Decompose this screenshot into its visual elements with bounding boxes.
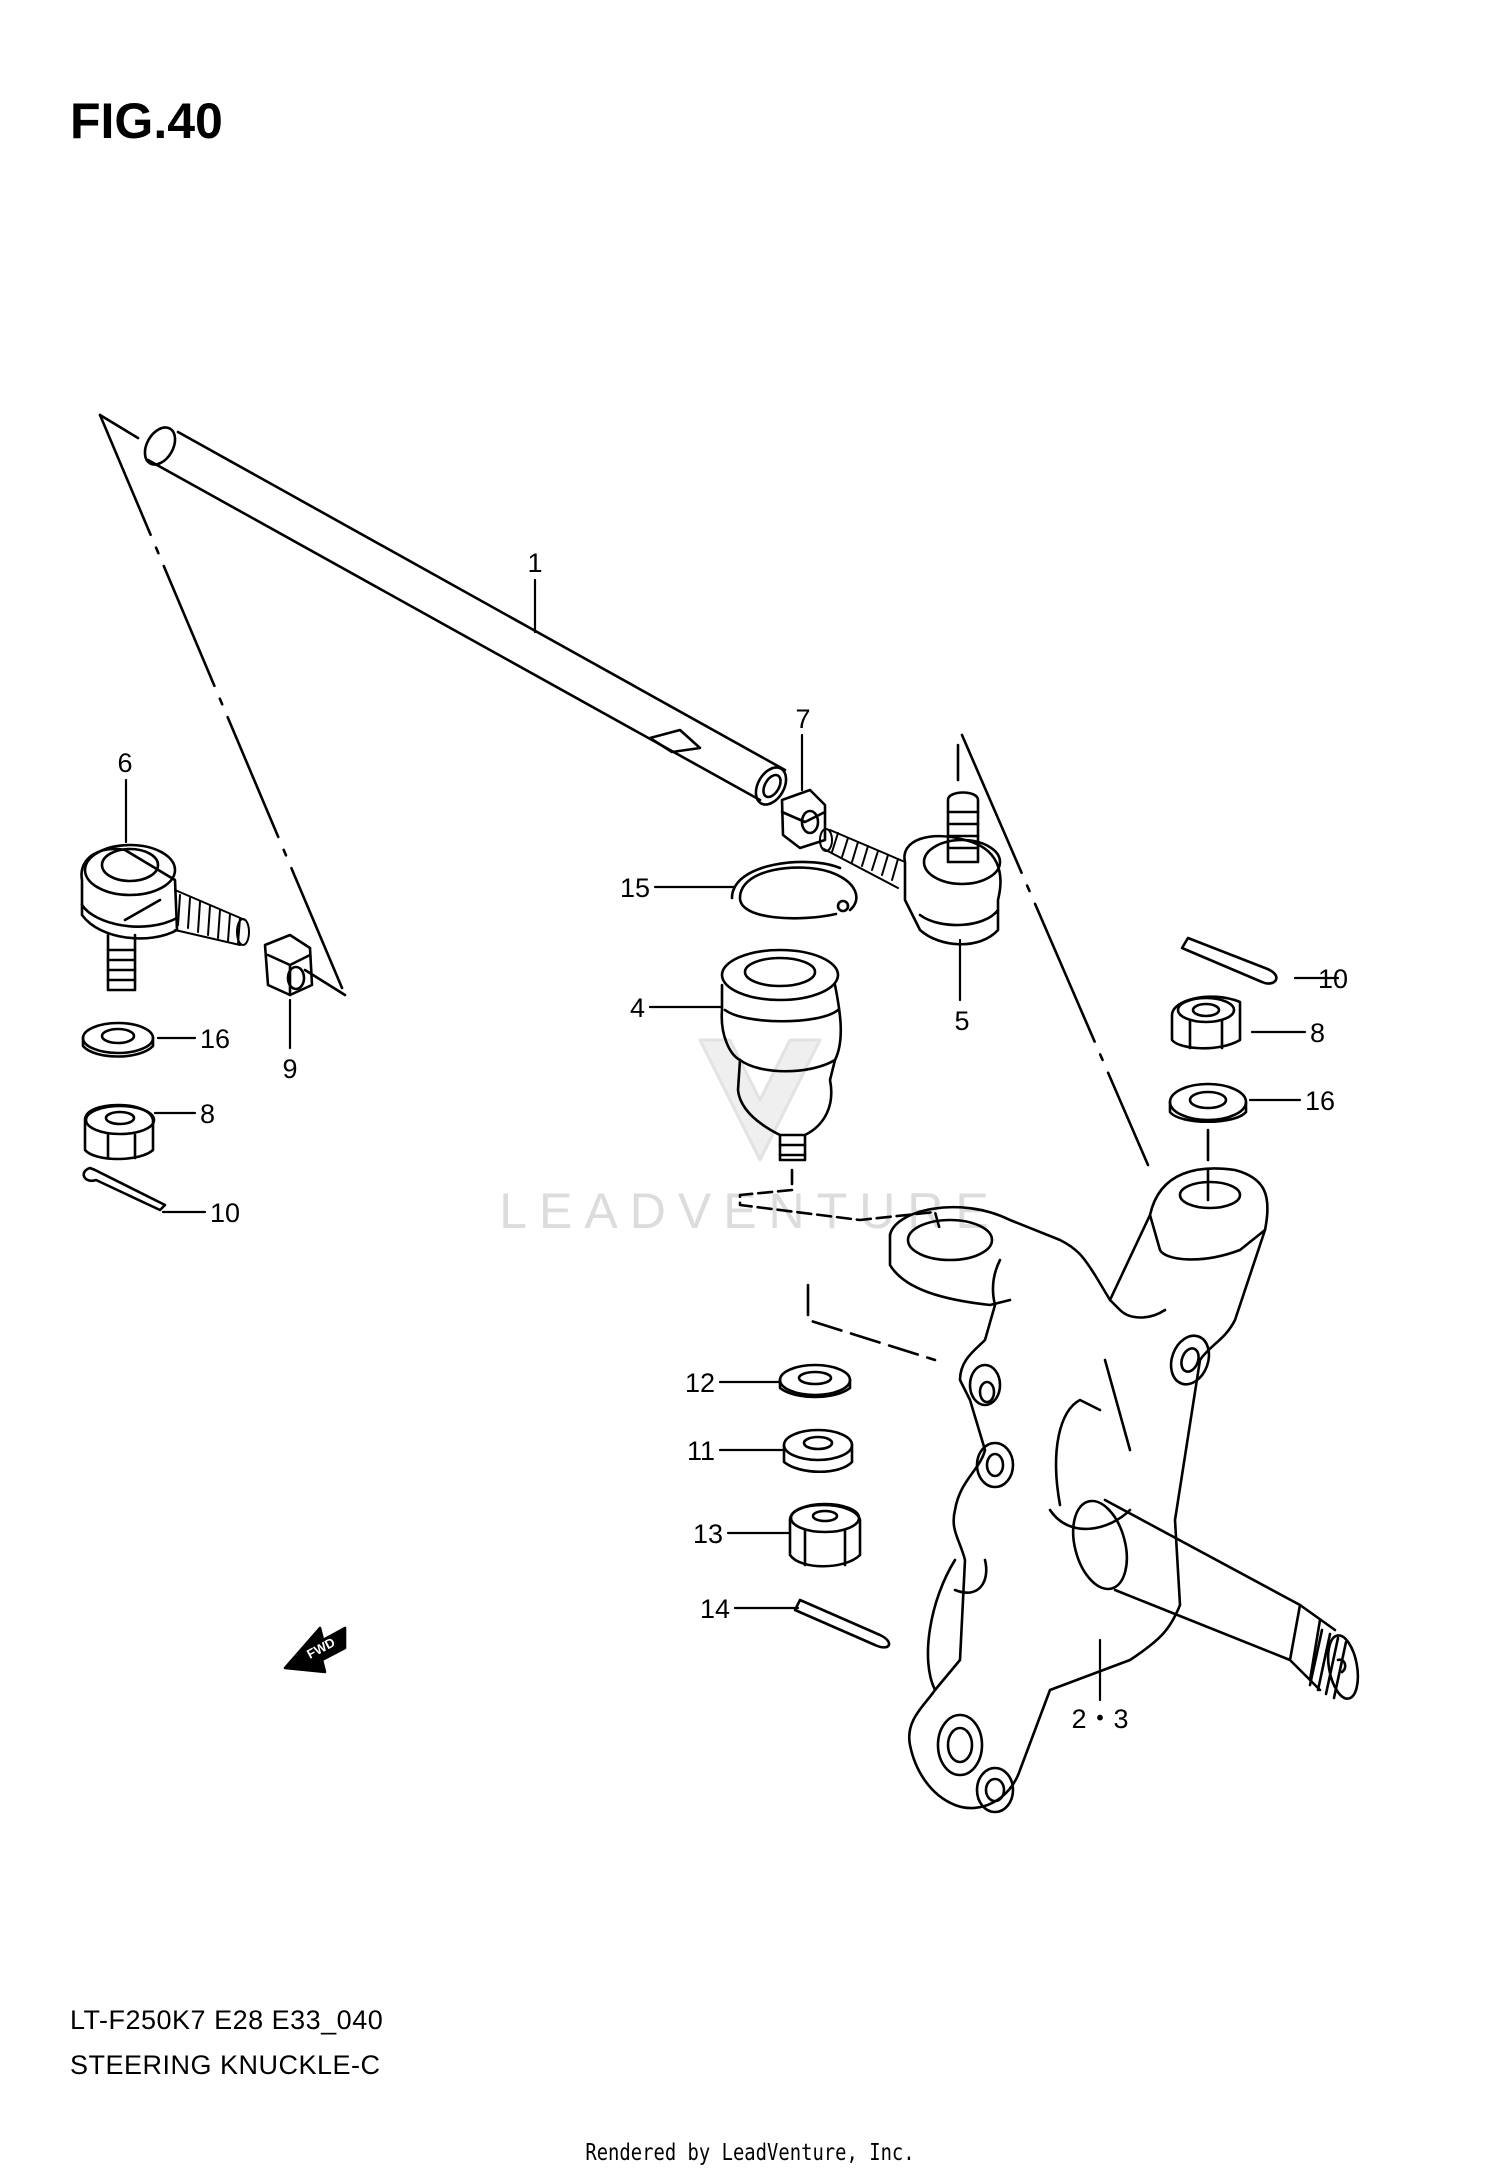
callout-9: 9 bbox=[282, 1054, 297, 1084]
callout-16-left: 16 bbox=[200, 1024, 230, 1054]
tie-rod bbox=[143, 426, 788, 806]
lock-washer-11 bbox=[782, 1428, 854, 1473]
figure-title: FIG.40 bbox=[70, 93, 223, 149]
washer-left bbox=[81, 1021, 155, 1058]
castle-nut-left bbox=[83, 1103, 156, 1161]
washer-12 bbox=[778, 1363, 852, 1399]
left-bolt-guide bbox=[806, 1283, 937, 1362]
right-guide-lines bbox=[956, 733, 1150, 1167]
circlip bbox=[730, 860, 858, 920]
callout-11: 11 bbox=[687, 1436, 715, 1466]
spindle bbox=[1071, 1498, 1360, 1700]
cotter-pin-right bbox=[1180, 936, 1278, 985]
cotter-pin-left bbox=[82, 1166, 167, 1212]
callout-8-left: 8 bbox=[200, 1099, 215, 1129]
steering-knuckle bbox=[888, 1167, 1269, 1814]
tie-rod-end-right bbox=[819, 791, 1002, 946]
castle-nut-right bbox=[1170, 995, 1242, 1050]
diagram-name: STEERING KNUCKLE-C bbox=[70, 2050, 381, 2080]
callout-15: 15 bbox=[620, 873, 650, 903]
callout-10-right: 10 bbox=[1318, 964, 1348, 994]
fwd-arrow-icon: FWD bbox=[283, 1626, 347, 1674]
tie-rod-end-left bbox=[80, 843, 250, 992]
callout-7: 7 bbox=[795, 704, 810, 734]
render-credit: Rendered by LeadVenture, Inc. bbox=[585, 2140, 915, 2166]
callout-6: 6 bbox=[117, 748, 132, 778]
ball-joint bbox=[720, 948, 843, 1162]
watermark-text: LEADVENTURE bbox=[499, 1183, 1001, 1239]
callout-5: 5 bbox=[954, 1006, 969, 1036]
callout-2-3: 2・3 bbox=[1071, 1704, 1128, 1734]
callout-13: 13 bbox=[693, 1519, 723, 1549]
callout-14: 14 bbox=[700, 1594, 730, 1624]
callout-12: 12 bbox=[685, 1368, 715, 1398]
callout-1: 1 bbox=[527, 548, 542, 578]
callout-16-right: 16 bbox=[1305, 1086, 1335, 1116]
model-code: LT-F250K7 E28 E33_040 bbox=[70, 2005, 384, 2035]
washer-right bbox=[1168, 1082, 1248, 1124]
callout-10-left: 10 bbox=[210, 1198, 240, 1228]
lock-nut-right bbox=[780, 788, 827, 850]
callout-4: 4 bbox=[630, 993, 645, 1023]
lock-nut-left bbox=[263, 933, 314, 997]
castle-nut-13 bbox=[788, 1502, 862, 1568]
callout-8-right: 8 bbox=[1310, 1018, 1325, 1048]
callout-leaders bbox=[124, 578, 1340, 1702]
ball-joint-guide bbox=[738, 1168, 942, 1232]
cotter-pin-14 bbox=[793, 1598, 891, 1649]
